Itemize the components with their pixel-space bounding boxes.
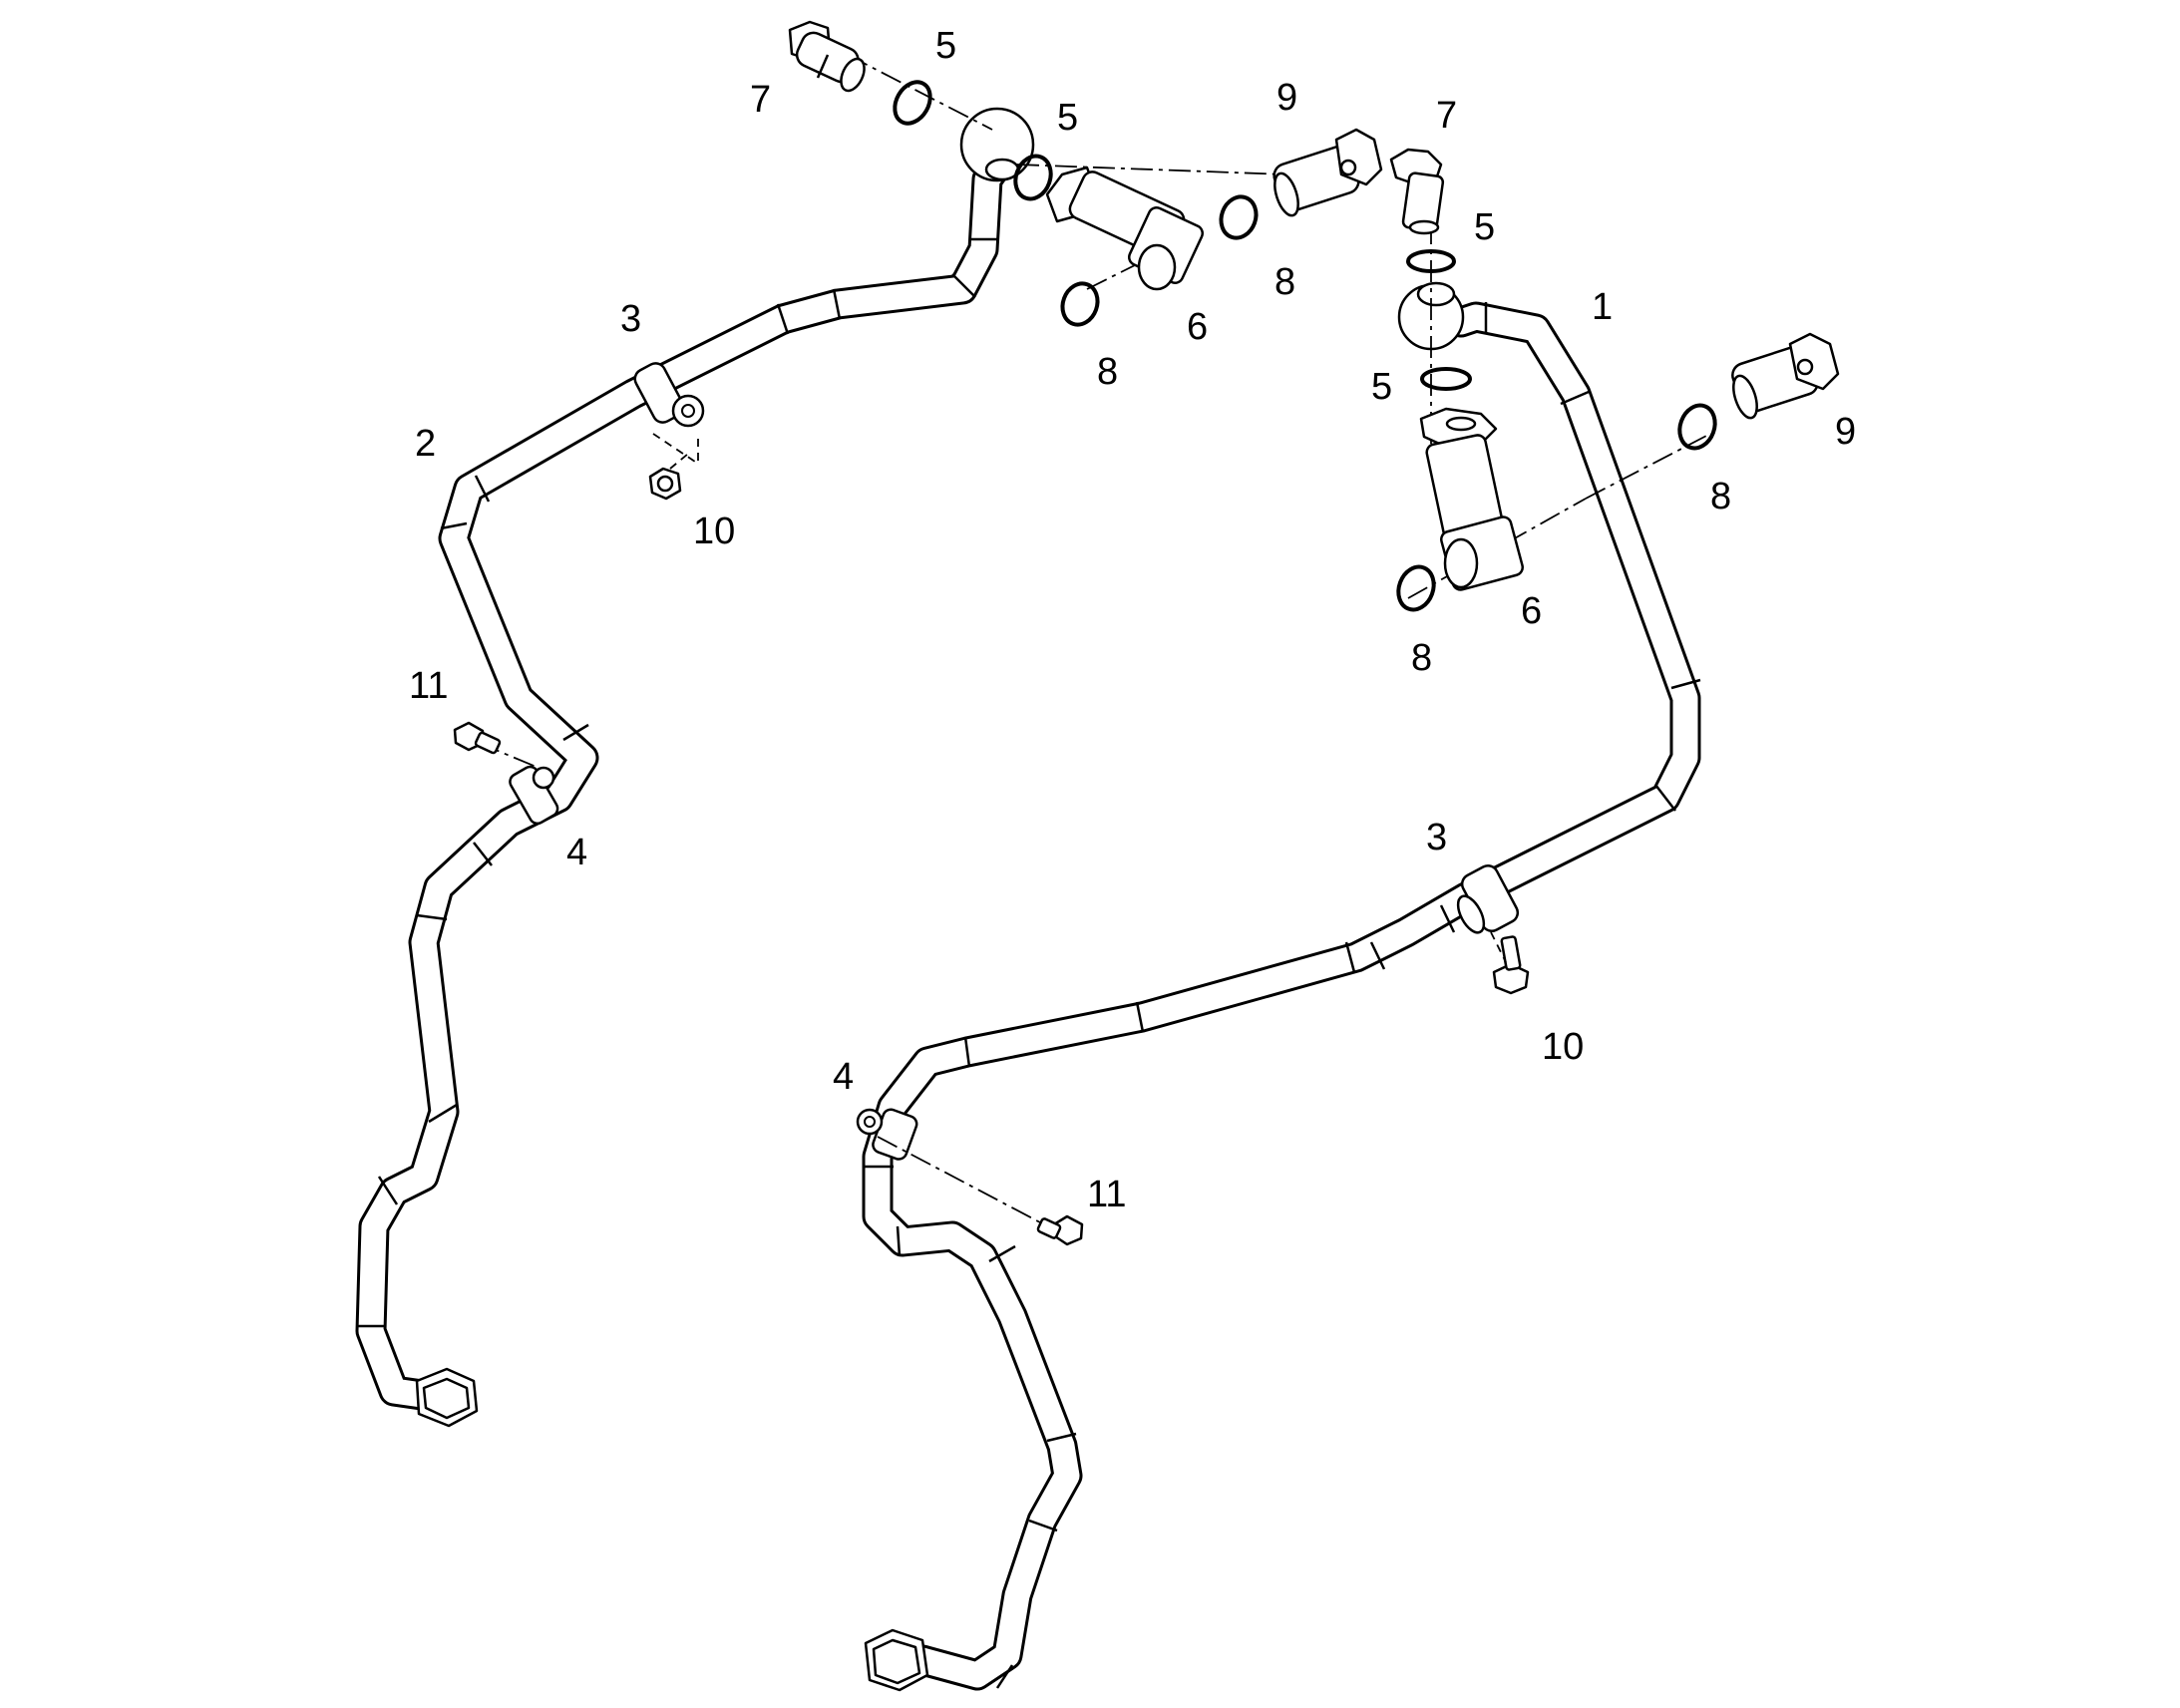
pipe-1 [862, 281, 1701, 1692]
callout-10-left: 10 [693, 511, 735, 552]
callout-3-right: 3 [1426, 817, 1447, 858]
clamp-4-right [856, 1108, 918, 1161]
sealing-ring-8-right-a [1396, 564, 1436, 612]
callout-9-left: 9 [1276, 77, 1297, 119]
callout-7-right: 7 [1436, 95, 1457, 137]
adapter-6-left [1045, 166, 1205, 291]
clamp-3-right [1456, 863, 1520, 934]
callout-5-left-a: 5 [935, 25, 956, 67]
callout-2: 2 [415, 423, 436, 465]
sealing-ring-8-left-b [1060, 281, 1100, 327]
clamp-4-left [509, 765, 559, 826]
callout-11-right: 11 [1087, 1174, 1126, 1215]
sealing-ring-5-right-b [1420, 367, 1472, 391]
callout-8-left-b: 8 [1097, 351, 1118, 393]
screw-11-left [453, 721, 502, 755]
sealing-ring-5-right-a [1406, 249, 1456, 273]
sealing-ring-5-left-b [1013, 154, 1053, 201]
callout-labels: 7 5 5 9 7 5 1 3 8 6 8 2 5 9 8 10 6 8 11 … [409, 25, 1856, 1215]
callout-4-left: 4 [566, 832, 587, 873]
bolt-10-right [1492, 935, 1530, 995]
pipe-1-nut [864, 1628, 929, 1692]
adapter-6-right [1419, 407, 1524, 591]
sealing-ring-5-left-a [893, 80, 932, 126]
callout-9-right: 9 [1835, 411, 1856, 453]
callout-8-right-b: 8 [1411, 637, 1432, 679]
sealing-ring-8-left-a [1219, 194, 1259, 240]
pipe-2-nut [415, 1367, 479, 1428]
callout-11-left: 11 [409, 665, 448, 707]
callout-8-left-a: 8 [1274, 261, 1295, 303]
pipe-2 [355, 107, 1035, 1428]
callout-6-left: 6 [1187, 306, 1208, 348]
callout-7-left: 7 [750, 79, 771, 121]
banjo-bolt-9-right [1731, 332, 1840, 420]
sealing-ring-8-right-b [1677, 403, 1717, 451]
callout-1: 1 [1592, 286, 1613, 328]
banjo-bolt-9-left [1272, 128, 1383, 217]
screw-11-right [1036, 1214, 1084, 1246]
callout-5-right-b: 5 [1371, 366, 1392, 408]
banjo-bolt-7-left [788, 20, 866, 93]
callout-5-right-a: 5 [1474, 206, 1495, 248]
clamp-3-left [633, 362, 705, 428]
callout-8-right-a: 8 [1710, 476, 1731, 517]
callout-4-right: 4 [833, 1056, 854, 1098]
callout-10-right: 10 [1542, 1026, 1584, 1068]
callout-5-left-b: 5 [1057, 97, 1078, 139]
callout-3-left: 3 [620, 298, 641, 340]
nut-10-left [648, 467, 682, 501]
callout-6-right: 6 [1521, 590, 1542, 632]
banjo-bolt-7-right [1389, 148, 1445, 235]
